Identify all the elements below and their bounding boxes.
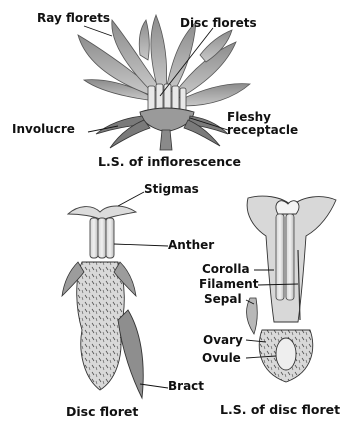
label-disc-florets: Disc florets: [180, 17, 257, 30]
label-ovule: Ovule: [202, 352, 241, 365]
ls-disc-floret-illustration: [246, 196, 336, 382]
floret-body-shape: [77, 262, 125, 390]
disc-floret-illustration: [62, 192, 168, 398]
label-ovary: Ovary: [203, 334, 243, 347]
label-involucre: Involucre: [12, 123, 75, 136]
inflorescence-illustration: [78, 15, 250, 150]
label-fleshy-receptacle: Fleshy receptacle: [227, 111, 298, 137]
caption-disc-floret: Disc floret: [66, 405, 138, 418]
label-filament: Filament: [199, 278, 258, 291]
anther-shape: [90, 218, 114, 258]
label-sepal: Sepal: [204, 293, 242, 306]
label-ray-florets: Ray florets: [37, 12, 110, 25]
leader-anther: [114, 244, 168, 246]
bract-shape: [118, 310, 143, 398]
leader-ray-florets: [84, 26, 112, 36]
label-stigmas: Stigmas: [144, 183, 199, 196]
caption-ls-inflorescence: L.S. of inflorescence: [98, 155, 241, 168]
label-anther: Anther: [168, 239, 214, 252]
peduncle-shape: [160, 130, 172, 150]
label-corolla: Corolla: [202, 263, 250, 276]
label-bract: Bract: [168, 380, 204, 393]
ovule-shape: [276, 338, 296, 370]
leader-bract: [140, 384, 168, 388]
caption-ls-disc-floret: L.S. of disc floret: [220, 403, 340, 416]
leader-stigmas: [118, 192, 144, 206]
